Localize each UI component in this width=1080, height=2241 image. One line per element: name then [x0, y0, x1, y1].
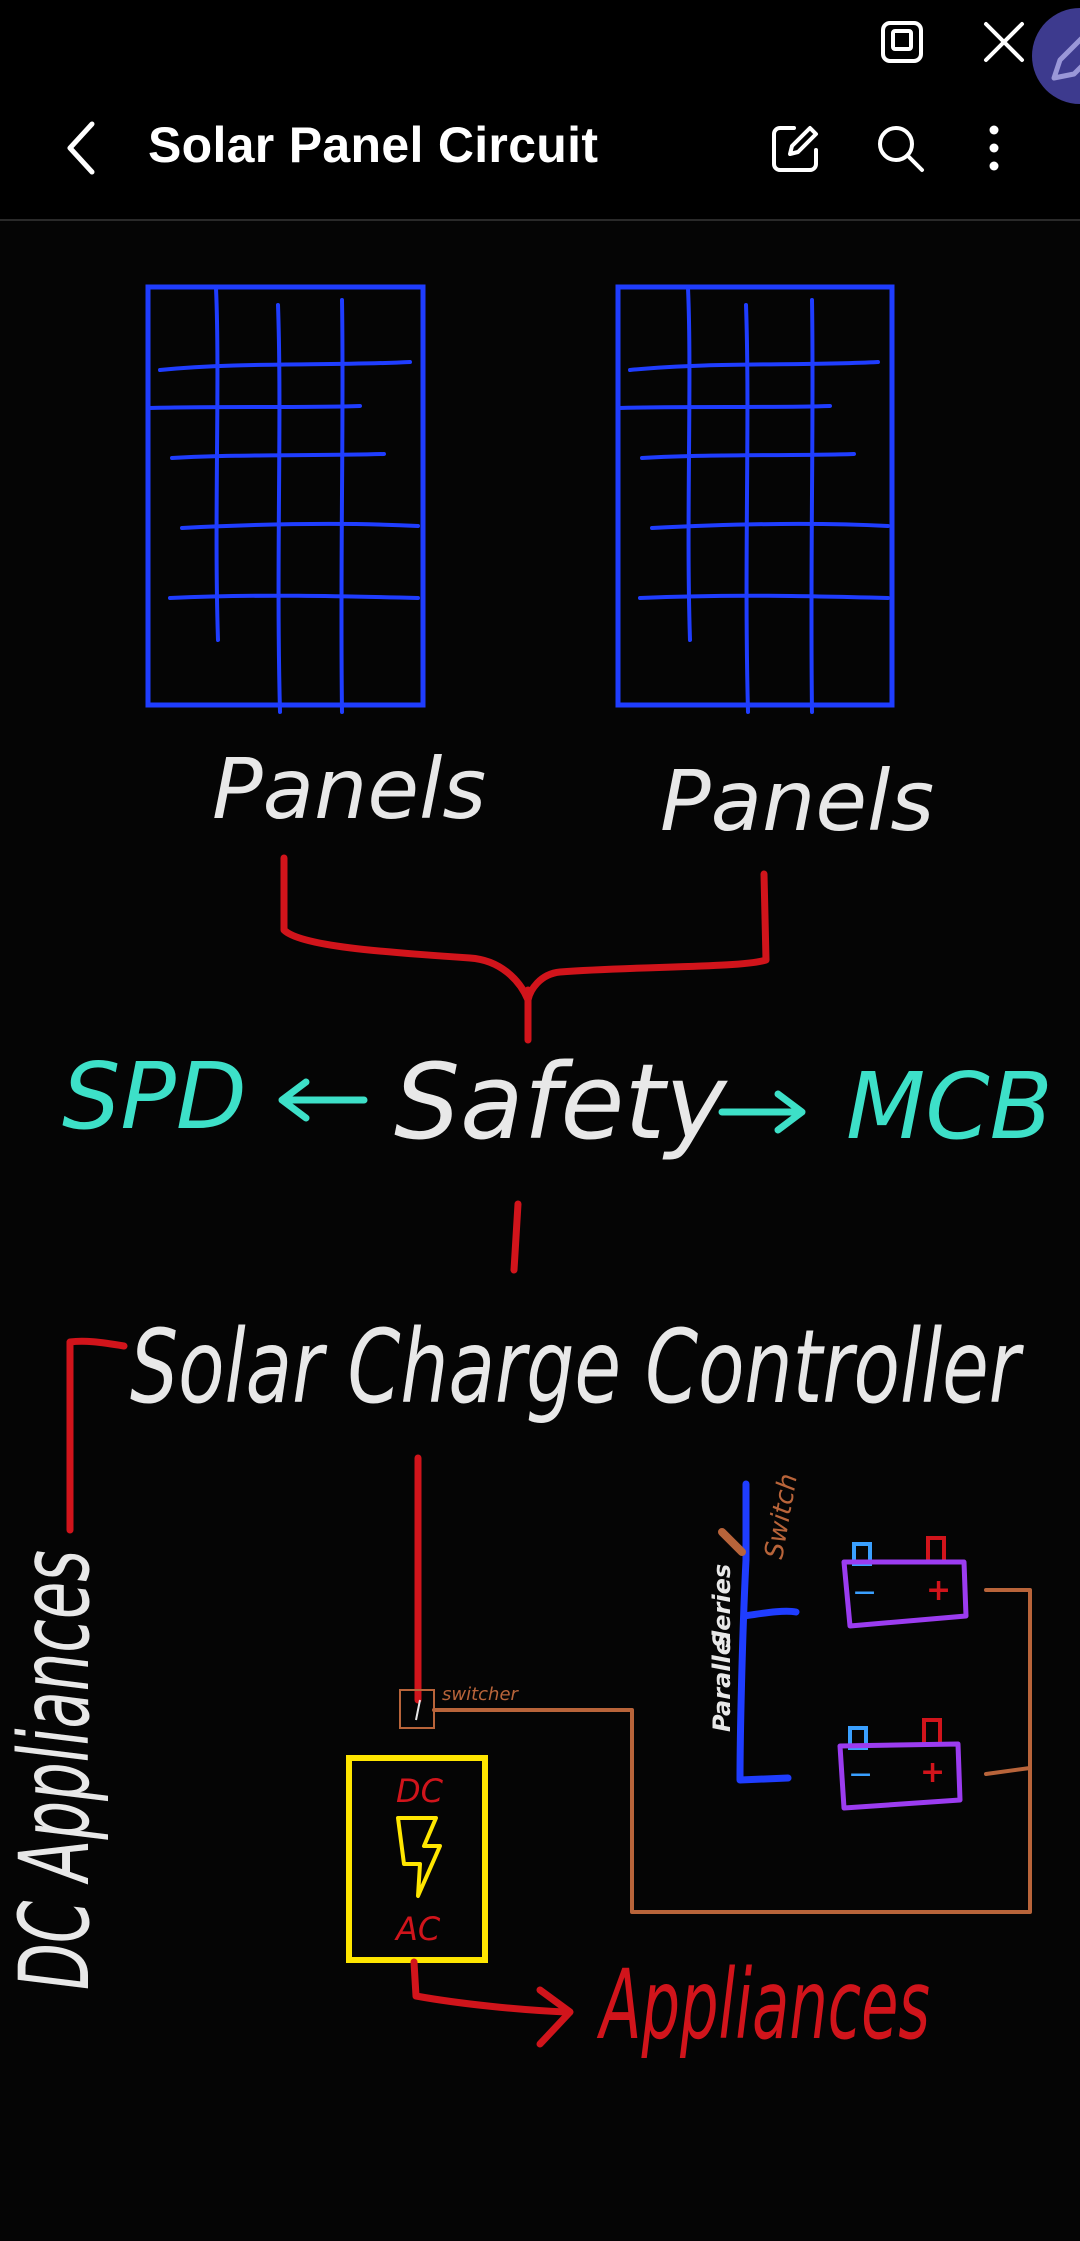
arrow-to-mcb [718, 1090, 806, 1134]
close-button[interactable] [972, 10, 1036, 74]
pop-up-window-button[interactable] [872, 12, 932, 72]
toolbar-divider [0, 219, 1080, 221]
parallel-label: Parallel [708, 1630, 736, 1732]
switch-label: Switch [759, 1471, 803, 1561]
inverter-dc-label: DC [396, 1772, 444, 1810]
switcher: switcher [399, 1684, 520, 1729]
series-label: Series [708, 1564, 736, 1648]
page-title: Solar Panel Circuit [148, 117, 599, 173]
mcb-label: MCB [846, 1053, 1053, 1160]
inverter-ac-label: AC [394, 1910, 441, 1948]
battery-bottom: − + [837, 1718, 963, 1811]
battery-bottom-plus: + [920, 1755, 945, 1790]
controller-label: Solar Charge Controller [130, 1308, 1025, 1427]
battery-top-minus: − [852, 1575, 877, 1610]
search-icon [878, 126, 924, 172]
back-button[interactable] [54, 114, 110, 182]
battery-bottom-minus: − [848, 1757, 873, 1792]
top-app-bar [0, 0, 1080, 220]
switcher-label: switcher [442, 1684, 520, 1705]
pen-edit-icon [772, 126, 818, 172]
parallel-series-switch: Switch Parallel Series [708, 1471, 804, 1784]
panel-wires [280, 854, 770, 1044]
panel-right-label: Panels [660, 752, 934, 850]
dc-appliances-wire [66, 1337, 128, 1534]
pen-floating-button[interactable] [1032, 8, 1080, 104]
appliances-label: Appliances [596, 1949, 930, 2061]
search-button[interactable] [868, 116, 932, 180]
safety-to-controller-wire [510, 1200, 522, 1274]
pop-up-window-icon [881, 21, 923, 63]
battery-top: − + [841, 1536, 969, 1629]
chevron-left-icon [67, 121, 95, 175]
more-options-button[interactable] [966, 116, 1022, 180]
more-vertical-icon [989, 125, 999, 171]
arrow-to-spd [278, 1078, 368, 1122]
edit-button[interactable] [764, 116, 828, 180]
battery-top-plus: + [926, 1573, 951, 1608]
battery-loop-wire [432, 1588, 1032, 1914]
dc-appliances-label: DC Appliances [0, 1550, 111, 1990]
safety-label: Safety [394, 1041, 728, 1163]
inverter: DC AC [346, 1755, 488, 1963]
pen-icon [1051, 36, 1080, 81]
solar-panel-right [615, 284, 895, 714]
spd-label: SPD [62, 1043, 247, 1150]
lightning-icon [396, 1816, 442, 1898]
panel-left-label: Panels [212, 740, 486, 838]
close-icon [984, 22, 1024, 62]
inverter-to-appliances-wire [410, 1958, 574, 2048]
drawing-canvas[interactable]: Panels Panels SPD Safety MCB Solar Charg… [0, 221, 1080, 2241]
solar-panel-left [145, 284, 426, 714]
